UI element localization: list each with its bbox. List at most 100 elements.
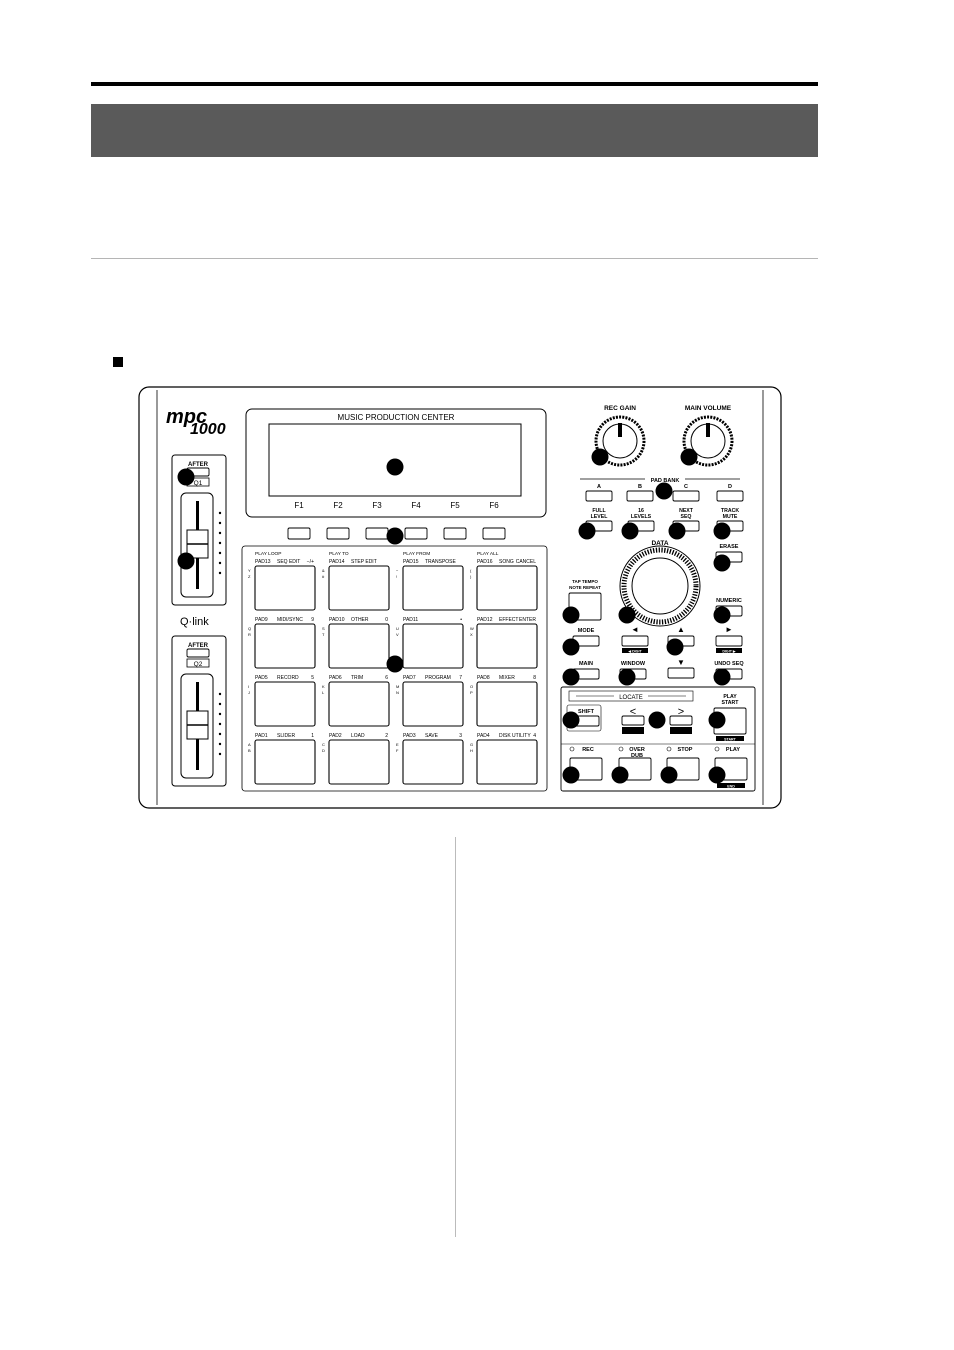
transport-section — [560, 686, 756, 792]
callout-marker — [666, 638, 684, 656]
callout-marker — [621, 522, 639, 540]
pad-bank-letter-a: A — [597, 484, 601, 490]
end-bar — [717, 783, 745, 788]
pad-function: MIXER — [499, 675, 515, 681]
function-key-5[interactable] — [443, 527, 467, 540]
callout-markers — [177, 448, 731, 784]
cursor-up-icon: ▲ — [677, 625, 685, 634]
pad-pad11[interactable] — [402, 623, 464, 669]
column-divider — [455, 837, 456, 1237]
pad-alpha-2: H — [470, 748, 473, 753]
level-button-label-2: LEVELS — [631, 514, 652, 520]
slider-tick-dot — [218, 571, 222, 575]
pad-pad6[interactable] — [328, 681, 390, 727]
pad-number: −/+ — [307, 559, 314, 565]
callout-marker — [713, 668, 731, 686]
pad-bank-button-d[interactable] — [716, 490, 744, 502]
pad-pad4[interactable] — [476, 739, 538, 785]
pad-alpha-2: ) — [470, 574, 472, 579]
locate-next-button[interactable] — [669, 715, 693, 726]
function-key-label-5: F5 — [450, 501, 460, 510]
pad-secondary-function: PLAY ALL — [477, 551, 499, 557]
pad-pad15[interactable] — [402, 565, 464, 611]
pad-pad14[interactable] — [328, 565, 390, 611]
pad-function: DISK UTILITY — [499, 733, 531, 739]
pad-alpha-1: U — [396, 626, 399, 631]
pad-number: 7 — [459, 675, 462, 681]
locate-prev-button[interactable] — [621, 715, 645, 726]
pad-alpha-2: L — [322, 690, 325, 695]
pad-pad10[interactable] — [328, 623, 390, 669]
pad-alpha-1: S — [322, 626, 325, 631]
pad-function: SLIDER — [277, 733, 295, 739]
pad-alpha-2: R — [248, 632, 251, 637]
function-key-label-4: F4 — [411, 501, 421, 510]
after-button-2[interactable] — [186, 648, 210, 658]
pad-bank-button-a[interactable] — [585, 490, 613, 502]
pad-pad16[interactable] — [476, 565, 538, 611]
pad-label: PAD3 — [403, 733, 416, 739]
pad-label: PAD9 — [255, 617, 268, 623]
pad-label: PAD4 — [477, 733, 490, 739]
locate-label-bg — [614, 692, 648, 700]
pad-secondary-function: PLAY FROM — [403, 551, 430, 557]
slider-tick-dot — [218, 531, 222, 535]
callout-marker — [562, 766, 580, 784]
pad-function: SEQ EDIT — [277, 559, 300, 565]
digit-right-bar — [716, 648, 742, 653]
square-bullet-icon — [113, 357, 123, 367]
transport-label: DUB — [631, 753, 643, 759]
function-key-3[interactable] — [365, 527, 389, 540]
level-button-label-1: FULL — [592, 508, 606, 514]
callout-marker — [618, 668, 636, 686]
transport-led-icon — [714, 746, 720, 752]
function-key-6[interactable] — [482, 527, 506, 540]
function-key-2[interactable] — [326, 527, 350, 540]
play-start-label-1: PLAY — [723, 694, 737, 700]
pad-pad2[interactable] — [328, 739, 390, 785]
pad-pad1[interactable] — [254, 739, 316, 785]
slider-tick-dot — [218, 722, 222, 726]
tap-tempo-label-2: NOTE REPEAT — [569, 585, 601, 590]
slider-tick-dot — [218, 692, 222, 696]
slider-name: Q2 — [194, 661, 203, 668]
pad-number: 8 — [533, 675, 536, 681]
pad-bank-button-b[interactable] — [626, 490, 654, 502]
pad-pad9[interactable] — [254, 623, 316, 669]
rec-gain-knob-label: REC GAIN — [604, 405, 636, 412]
function-key-1[interactable] — [287, 527, 311, 540]
pad-pad7[interactable] — [402, 681, 464, 727]
callout-marker — [680, 448, 698, 466]
pad-function: TRANSPOSE — [425, 559, 457, 565]
pad-alpha-2: P — [470, 690, 473, 695]
slider-tick-dot — [218, 702, 222, 706]
pad-bank-button-c[interactable] — [672, 490, 700, 502]
callout-marker — [562, 638, 580, 656]
pad-pad12[interactable] — [476, 623, 538, 669]
pad-pad5[interactable] — [254, 681, 316, 727]
transport-led-icon — [666, 746, 672, 752]
pad-function: PROGRAM — [425, 675, 451, 681]
level-button-label-2: SEQ — [681, 514, 692, 520]
slider-tick-dot — [218, 732, 222, 736]
pad-label: PAD12 — [477, 617, 493, 623]
function-key-4[interactable] — [404, 527, 428, 540]
pad-alpha-2: T — [322, 632, 325, 637]
pad-function: TRIM — [351, 675, 363, 681]
function-key-label-3: F3 — [372, 501, 382, 510]
pad-alpha-1: E — [396, 742, 399, 747]
cursor-left-button[interactable] — [621, 635, 649, 647]
pad-number: 1 — [311, 733, 314, 739]
data-wheel[interactable] — [631, 557, 689, 615]
numeric-label: NUMERIC — [716, 598, 742, 604]
cursor-down-button[interactable] — [667, 667, 695, 679]
pad-pad3[interactable] — [402, 739, 464, 785]
pad-pad13[interactable] — [254, 565, 316, 611]
pad-label: PAD2 — [329, 733, 342, 739]
cursor-right-button[interactable] — [715, 635, 743, 647]
pad-bank-letter-c: C — [684, 484, 688, 490]
pad-pad8[interactable] — [476, 681, 538, 727]
tap-tempo-label-1: TAP TEMPO — [572, 579, 598, 584]
window-label: WINDOW — [621, 661, 646, 667]
